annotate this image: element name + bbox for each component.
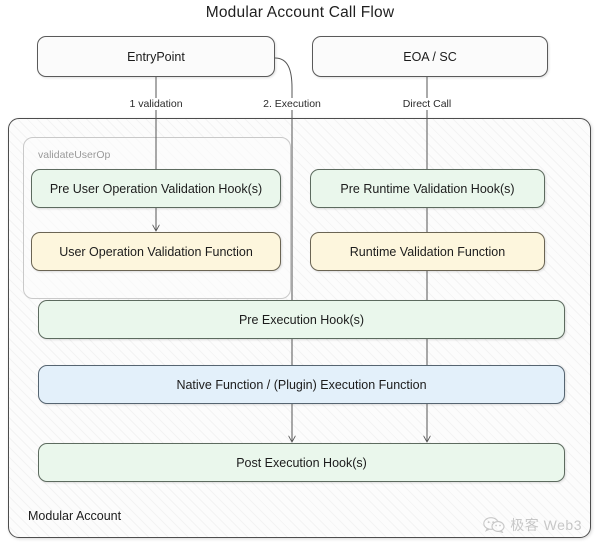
node-runtime-validation-function[interactable]: Runtime Validation Function — [310, 232, 545, 271]
validate-user-op-group-label: validateUserOp — [38, 149, 111, 161]
node-pre-user-operation-validation-hooks-label: Pre User Operation Validation Hook(s) — [49, 181, 263, 196]
edge-label-direct-call: Direct Call — [399, 98, 455, 110]
node-pre-user-operation-validation-hooks[interactable]: Pre User Operation Validation Hook(s) — [31, 169, 281, 208]
node-pre-runtime-validation-hooks[interactable]: Pre Runtime Validation Hook(s) — [310, 169, 545, 208]
validate-user-op-group: validateUserOp — [23, 137, 291, 299]
node-native-execution-function-label: Native Function / (Plugin) Execution Fun… — [176, 377, 427, 392]
diagram-title: Modular Account Call Flow — [205, 4, 395, 21]
watermark-text: 极客 Web3 — [510, 517, 582, 533]
wechat-icon — [483, 517, 505, 533]
node-pre-execution-hooks[interactable]: Pre Execution Hook(s) — [38, 300, 565, 339]
node-post-execution-hooks[interactable]: Post Execution Hook(s) — [38, 443, 565, 482]
node-eoa-sc-label: EOA / SC — [403, 49, 457, 64]
node-eoa-sc[interactable]: EOA / SC — [312, 36, 548, 77]
node-entrypoint-label: EntryPoint — [127, 49, 185, 64]
modular-account-label: Modular Account — [28, 509, 122, 523]
node-pre-runtime-validation-hooks-label: Pre Runtime Validation Hook(s) — [340, 181, 515, 196]
node-native-execution-function[interactable]: Native Function / (Plugin) Execution Fun… — [38, 365, 565, 404]
node-user-operation-validation-function-label: User Operation Validation Function — [59, 244, 253, 259]
node-entrypoint[interactable]: EntryPoint — [37, 36, 275, 77]
node-pre-execution-hooks-label: Pre Execution Hook(s) — [238, 312, 365, 327]
node-user-operation-validation-function[interactable]: User Operation Validation Function — [31, 232, 281, 271]
edge-label-execution: 2. Execution — [260, 98, 324, 110]
node-post-execution-hooks-label: Post Execution Hook(s) — [236, 455, 367, 470]
watermark: 极客 Web3 — [483, 515, 582, 535]
node-runtime-validation-function-label: Runtime Validation Function — [349, 244, 506, 259]
edge-label-validation: 1 validation — [126, 98, 186, 110]
